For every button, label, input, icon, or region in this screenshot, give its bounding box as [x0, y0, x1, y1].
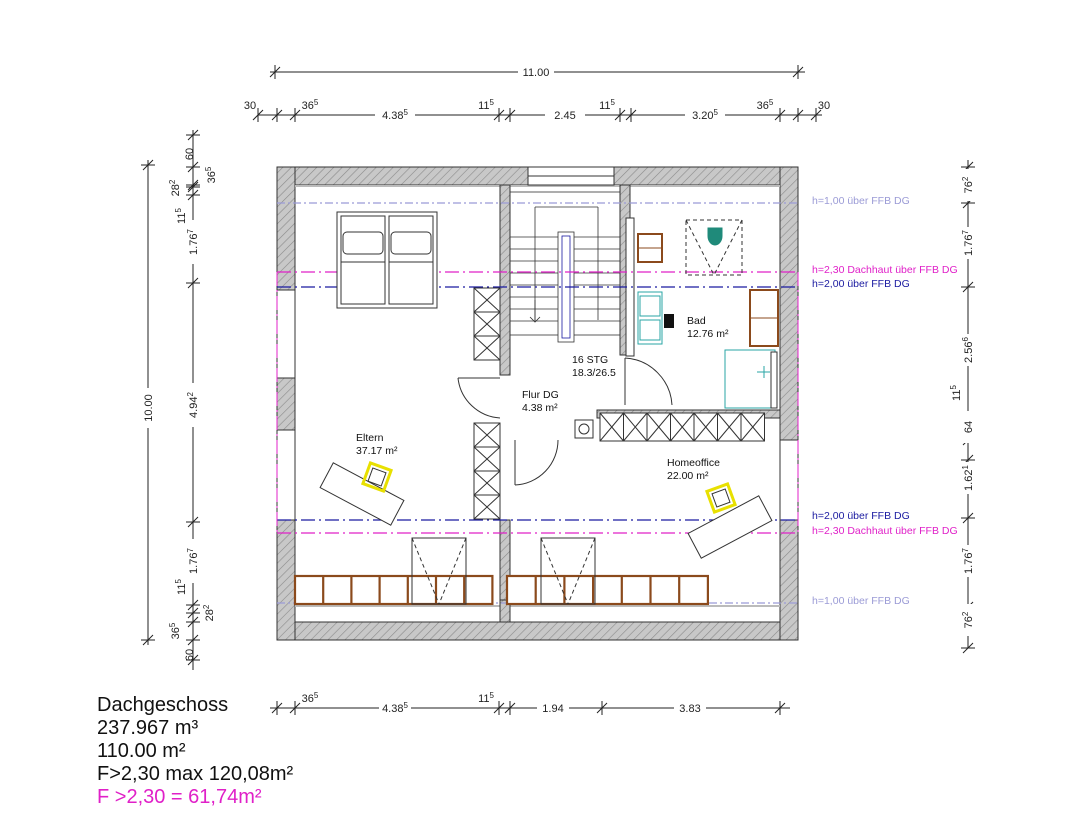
dim-bottom-1: 4.385 — [382, 701, 408, 715]
dimension-top-chain — [252, 108, 822, 122]
wardrobe-eltern-bottom-2 — [473, 470, 501, 496]
doors — [457, 357, 673, 486]
dim-right-4: 64 — [963, 421, 975, 433]
dim-left-5: 4.942 — [186, 392, 200, 418]
wardrobe-eltern-bottom-0 — [473, 422, 501, 448]
dim-left-9: 365 — [168, 622, 182, 639]
room-homeoffice-name: Homeoffice — [667, 457, 720, 469]
skylights — [411, 537, 596, 605]
dim-left-4: 1.767 — [186, 229, 200, 255]
dimension-top-chain-labels: 30 365 4.385 115 2.45 115 3.205 365 30 — [244, 98, 830, 122]
wardrobe-homeoffice-4 — [693, 412, 718, 442]
staircase — [509, 191, 621, 343]
dim-left-0: 60 — [184, 148, 196, 160]
room-bad-name: Bad — [687, 315, 706, 327]
dim-left-3: 115 — [174, 208, 188, 224]
room-flur-name: Flur DG — [522, 389, 559, 401]
dimension-bottom-chain-labels: 365 4.385 115 1.94 3.83 — [302, 691, 706, 715]
dim-top-6: 3.205 — [692, 108, 718, 122]
wardrobe-homeoffice-3 — [670, 412, 695, 442]
storage-left — [293, 574, 494, 606]
wardrobe-eltern-top-1 — [473, 311, 501, 337]
wardrobe-homeoffice-1 — [623, 412, 648, 442]
wardrobe-homeoffice-0 — [599, 412, 624, 442]
dim-bottom-2: 115 — [478, 691, 494, 705]
height-label-h230-bottom: h=2,30 Dachhaut über FFB DG — [812, 525, 958, 537]
wardrobe-eltern-bottom-3 — [473, 494, 501, 520]
dim-top-8: 30 — [818, 100, 830, 112]
dim-bottom-0: 365 — [302, 691, 319, 705]
wardrobe-homeoffice-2 — [646, 412, 671, 442]
room-bad-area: 12.76 m² — [687, 328, 729, 340]
storage-right — [505, 574, 709, 606]
dim-bottom-3: 1.94 — [542, 703, 563, 715]
dim-top-7: 365 — [757, 98, 774, 112]
dim-top-total-bg — [518, 64, 554, 78]
dim-right-1: 1.767 — [961, 230, 975, 256]
height-label-h200-bottom: h=2,00 über FFB DG — [812, 510, 910, 522]
wardrobe-eltern-bottom-1 — [473, 446, 501, 472]
floor-f-max: F>2,30 max 120,08m² — [97, 763, 294, 785]
desk-eltern — [319, 460, 405, 526]
wardrobes — [473, 287, 765, 520]
dim-top-4: 2.45 — [554, 110, 575, 122]
dim-bottom-4: 3.83 — [679, 703, 700, 715]
dim-right-2: 2.566 — [961, 337, 975, 363]
dim-left-7: 115 — [174, 579, 188, 595]
stairs-count: 16 STG — [572, 354, 608, 366]
floor-f-value: F >2,30 = 61,74m² — [97, 786, 262, 808]
height-label-h200-top: h=2,00 über FFB DG — [812, 278, 910, 290]
dim-left-2: 282 — [168, 179, 182, 196]
room-eltern-area: 37.17 m² — [356, 445, 398, 457]
wardrobe-homeoffice-5 — [717, 412, 742, 442]
room-eltern-name: Eltern — [356, 432, 384, 444]
bathroom-fixtures — [637, 219, 779, 409]
dim-left-6: 1.767 — [186, 548, 200, 574]
wardrobe-eltern-top-2 — [473, 335, 501, 361]
dim-top-total-label: 11.00 — [523, 67, 550, 79]
height-label-h100-bottom: h=1,00 über FFB DG — [812, 595, 910, 607]
kneewall-storage — [293, 574, 709, 606]
dim-right-5: 1.621 — [961, 465, 975, 491]
room-flur-area: 4.38 m² — [522, 402, 558, 414]
height-label-h230-top: h=2,30 Dachhaut über FFB DG — [812, 264, 958, 276]
stairs-ratio: 18.3/26.5 — [572, 367, 616, 379]
dim-left-8: 282 — [202, 604, 216, 621]
dim-right-6: 1.767 — [961, 548, 975, 574]
floor-info: Dachgeschoss 237.967 m³ 110.00 m² F>2,30… — [97, 694, 293, 809]
floor-volume: 237.967 m³ — [97, 717, 199, 739]
double-bed — [336, 211, 438, 309]
dim-left-1: 365 — [204, 166, 218, 183]
dimension-bottom-chain — [270, 701, 790, 715]
floor-title: Dachgeschoss — [97, 694, 229, 716]
wardrobe-eltern-top-0 — [473, 287, 501, 313]
dim-top-0: 30 — [244, 100, 256, 112]
dim-top-5: 115 — [599, 98, 615, 112]
dim-top-1: 365 — [302, 98, 319, 112]
dim-top-3: 115 — [478, 98, 494, 112]
wardrobe-homeoffice-6 — [740, 412, 765, 442]
floor-area: 110.00 m² — [97, 740, 186, 762]
dim-left-total-bg — [140, 388, 156, 428]
room-homeoffice-area: 22.00 m² — [667, 470, 709, 482]
height-label-h100-top: h=1,00 über FFB DG — [812, 195, 910, 207]
dim-left-total-label: 10.00 — [143, 394, 155, 422]
dim-left-10: 60 — [184, 649, 196, 661]
desk-homeoffice — [687, 481, 773, 559]
dim-top-2: 4.385 — [382, 108, 408, 122]
